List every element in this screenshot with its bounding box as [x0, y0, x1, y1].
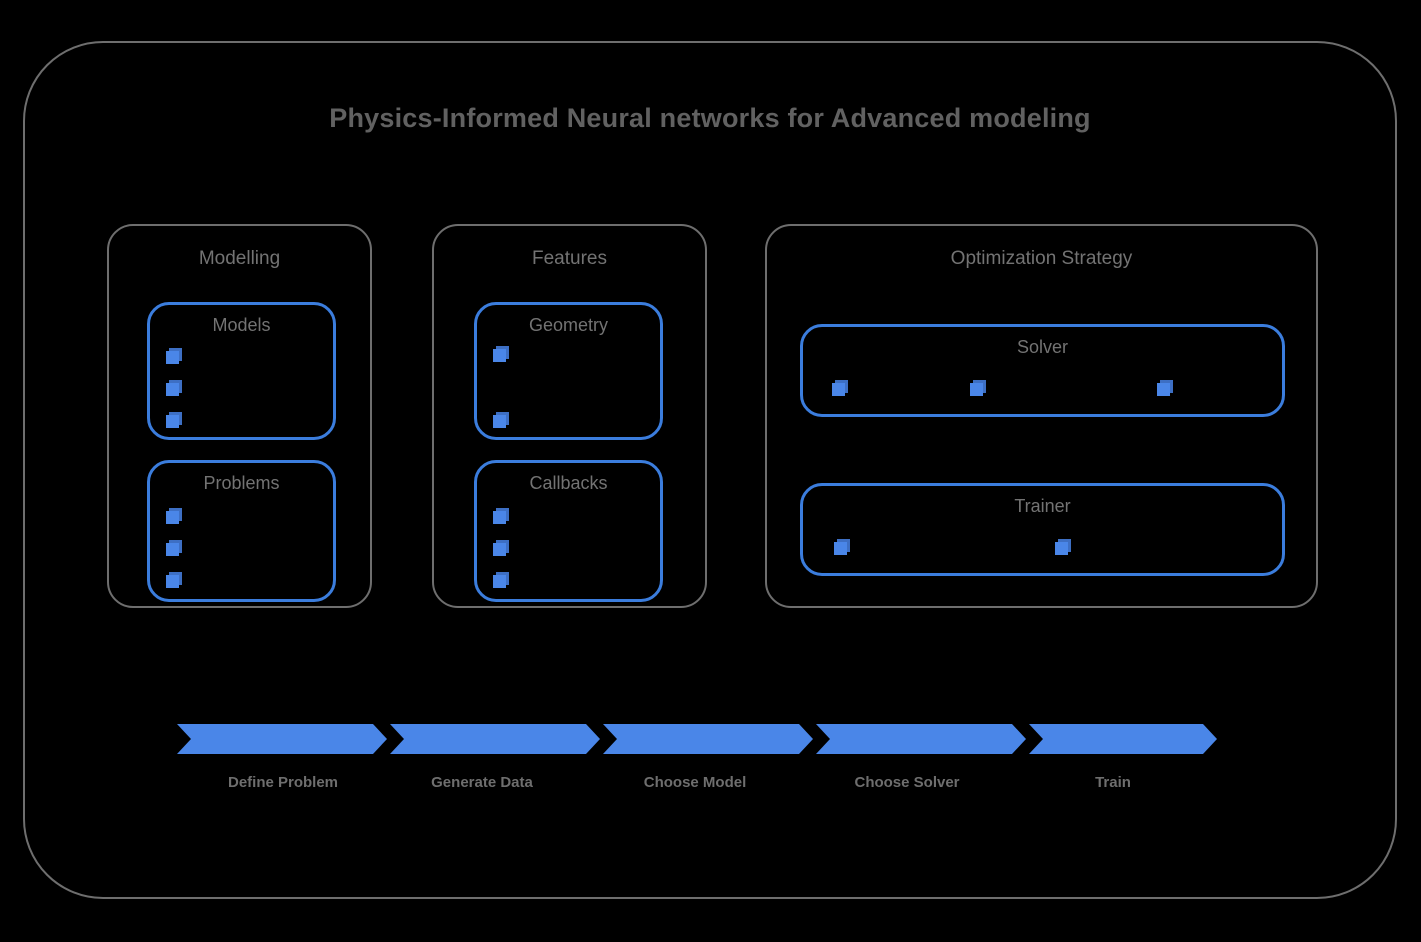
diagram-outer-frame: Physics-Informed Neural networks for Adv…	[23, 41, 1397, 899]
bullet-cube	[493, 543, 506, 556]
bullet-cube	[166, 575, 179, 588]
bullet-cube	[166, 511, 179, 524]
bullet-cube	[493, 349, 506, 362]
box-callbacks[interactable]: Callbacks	[474, 460, 663, 602]
section-optimization-title: Optimization Strategy	[950, 248, 1133, 269]
bullet-cube	[1157, 383, 1170, 396]
bullet-cube	[166, 351, 179, 364]
box-problems-title: Problems	[203, 473, 280, 493]
workflow-pipeline	[177, 724, 1217, 754]
bullet-cube	[166, 383, 179, 396]
box-solver-title: Solver	[1016, 337, 1069, 357]
workflow-step-label-3: Choose Model	[643, 774, 747, 791]
bullet-cube	[832, 383, 845, 396]
section-features-title: Features	[532, 248, 607, 269]
section-modelling-title: Modelling	[198, 248, 281, 269]
workflow-step-label-4: Choose Solver	[854, 774, 960, 791]
bullet-cube	[166, 415, 179, 428]
box-models[interactable]: Models	[147, 302, 336, 440]
box-problems[interactable]: Problems	[147, 460, 336, 602]
bullet-cube	[493, 511, 506, 524]
workflow-step-arrow-4[interactable]	[816, 724, 1026, 754]
box-callbacks-title: Callbacks	[529, 473, 608, 493]
workflow-step-arrow-3[interactable]	[603, 724, 813, 754]
bullet-cube	[834, 542, 847, 555]
box-models-title: Models	[212, 315, 271, 335]
box-solver[interactable]: Solver	[800, 324, 1285, 417]
workflow-step-arrow-1[interactable]	[177, 724, 387, 754]
box-geometry-title: Geometry	[528, 315, 609, 335]
workflow-step-label-5: Train	[1095, 774, 1131, 791]
page-title: Physics-Informed Neural networks for Adv…	[329, 103, 1091, 133]
workflow-step-label-2: Generate Data	[431, 774, 533, 791]
workflow-step-label-1: Define Problem	[227, 774, 339, 791]
bullet-cube	[493, 415, 506, 428]
bullet-cube	[1055, 542, 1068, 555]
box-geometry[interactable]: Geometry	[474, 302, 663, 440]
bullet-cube	[493, 575, 506, 588]
box-trainer-title: Trainer	[1014, 496, 1071, 516]
bullet-cube	[970, 383, 983, 396]
workflow-step-arrow-5[interactable]	[1029, 724, 1217, 754]
bullet-cube	[166, 543, 179, 556]
workflow-step-arrow-2[interactable]	[390, 724, 600, 754]
box-trainer[interactable]: Trainer	[800, 483, 1285, 576]
